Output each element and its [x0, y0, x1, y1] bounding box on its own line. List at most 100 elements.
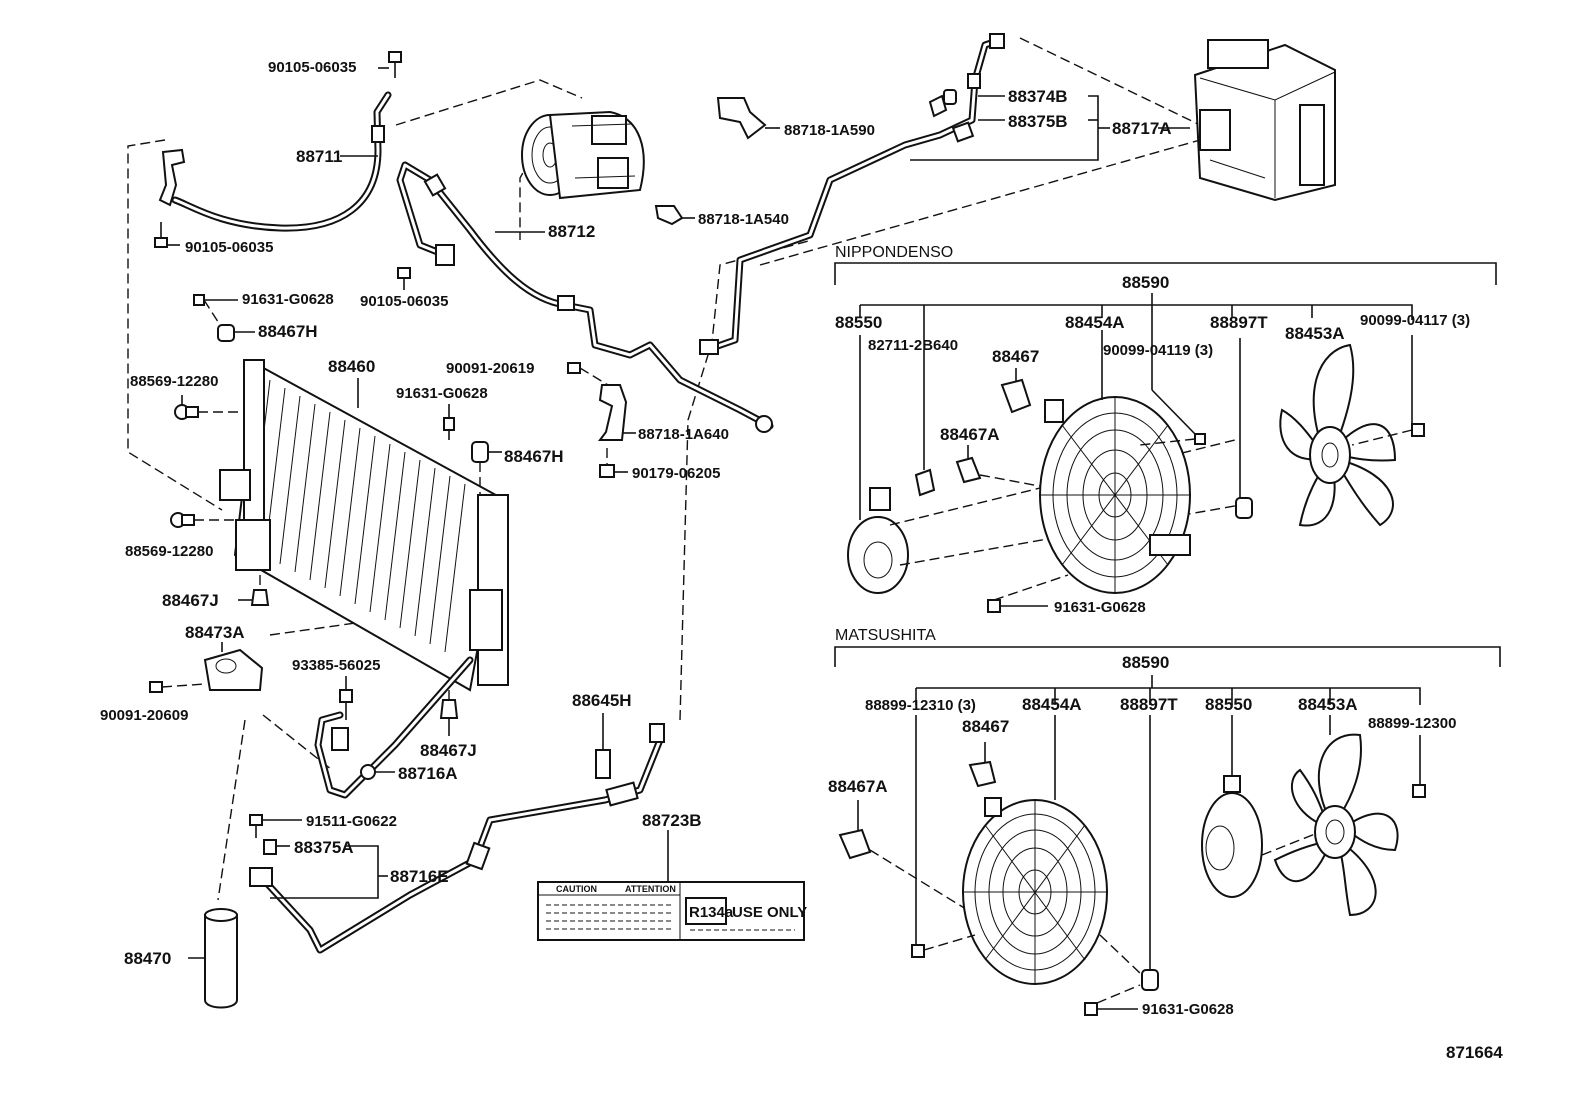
label-nd-88453a: 88453A	[1285, 324, 1345, 343]
bolt-90091-20619	[567, 362, 609, 386]
label-ms-88467a: 88467A	[828, 777, 888, 796]
label-nd-88467a: 88467A	[940, 425, 1000, 444]
nd-screw-90099-04119	[1139, 340, 1206, 446]
label-nd-90099-04117: 90099-04117 (3)	[1360, 312, 1470, 329]
bolt-91631-g0628-left	[193, 294, 238, 329]
matsushita-group	[834, 646, 1501, 1016]
label-88716e: 88716E	[390, 867, 449, 886]
bracket-88473a	[203, 642, 264, 691]
label-93385-56025: 93385-56025	[292, 657, 380, 674]
cushion-88467h-left	[217, 324, 255, 342]
bolt-90105-06035-top	[378, 51, 402, 78]
cushion-88467j-center	[439, 690, 459, 736]
compressor	[521, 110, 645, 200]
caution-text: CAUTION	[556, 884, 597, 894]
condenser-88460	[219, 359, 509, 692]
label-ms-88897t: 88897T	[1120, 695, 1178, 714]
label-nd-88467: 88467	[992, 347, 1039, 366]
nd-spacer-88897t	[1235, 338, 1253, 519]
label-88375a: 88375A	[294, 838, 354, 857]
receiver-dryer-88470	[188, 908, 238, 1009]
pipe-88716e	[249, 723, 665, 954]
label-nd-88590: 88590	[1122, 273, 1169, 292]
bolt-90105-06035-mid	[397, 267, 411, 290]
label-91511-g0622: 91511-G0622	[306, 813, 397, 830]
nd-cushion-88467a	[955, 445, 1051, 489]
label-ms-88590: 88590	[1122, 653, 1169, 672]
bolt-93385-56025	[339, 676, 353, 720]
label-ms-88899-12310: 88899-12310 (3)	[865, 697, 976, 714]
label-nd-91631-g0628: 91631-G0628	[1054, 599, 1146, 616]
nd-bolt-91631-g0628	[987, 574, 1069, 613]
r134a-text: R134a	[689, 904, 734, 921]
cushion-88467h-center	[471, 441, 502, 495]
fittings-88374b-88375b	[910, 89, 1190, 161]
label-nd-88454a: 88454A	[1065, 313, 1125, 332]
bracket-88718-1a590	[716, 97, 780, 140]
bracket-88718-1a540	[654, 205, 695, 226]
hose-88711	[158, 91, 392, 232]
ms-cushion-88467	[968, 742, 997, 788]
switch-88645h	[595, 713, 611, 779]
ms-spacer-88897t	[1099, 715, 1159, 991]
ms-fan-shroud	[962, 715, 1108, 985]
nd-fan-shroud	[1039, 330, 1191, 594]
label-88467h-b: 88467H	[504, 447, 564, 466]
label-90091-20619: 90091-20619	[446, 360, 534, 377]
label-88473a: 88473A	[185, 623, 245, 642]
label-88569-12280-a: 88569-12280	[130, 373, 218, 390]
matsushita-header: MATSUSHITA	[835, 627, 936, 644]
evaporator-unit	[759, 37, 1336, 266]
label-ms-88453a: 88453A	[1298, 695, 1358, 714]
bolt-90091-20609	[149, 681, 206, 693]
figure-number: 871664	[1446, 1043, 1503, 1062]
label-88716a: 88716A	[398, 764, 458, 783]
label-88467j-b: 88467J	[420, 741, 477, 760]
cushion-88467j-left	[238, 575, 270, 606]
label-90179-06205: 90179-06205	[632, 465, 720, 482]
label-91631-g0628-b: 91631-G0628	[396, 385, 488, 402]
clip-88569-12280-upper	[174, 395, 240, 420]
ms-screw-88899-12310	[911, 715, 976, 958]
nut-90179-06205	[599, 448, 628, 478]
ms-fan-motor	[1201, 715, 1321, 898]
part-labels: 90105-06035 88711 90105-06035 88712 9010…	[100, 59, 1503, 1062]
caution-label-88723b: CAUTION ATTENTION R134a USE ONLY	[537, 830, 807, 941]
label-88374b: 88374B	[1008, 87, 1068, 106]
label-ms-88467: 88467	[962, 717, 1009, 736]
label-91631-g0628-a: 91631-G0628	[242, 291, 334, 308]
nd-fan-blade	[1279, 343, 1397, 527]
label-88460: 88460	[328, 357, 375, 376]
bolt-91631-g0628-center	[443, 404, 455, 440]
label-90105-06035-top: 90105-06035	[268, 59, 356, 76]
ms-nut-88899-12300	[1412, 735, 1426, 798]
clip-88569-12280-lower	[170, 512, 236, 528]
label-88717a: 88717A	[1112, 119, 1172, 138]
label-88723b: 88723B	[642, 811, 702, 830]
hose-88712	[396, 161, 774, 433]
label-88569-12280-b: 88569-12280	[125, 543, 213, 560]
label-nd-90099-04119: 90099-04119 (3)	[1103, 342, 1213, 359]
label-88470: 88470	[124, 949, 171, 968]
pipe-88716a	[314, 656, 474, 799]
bracket-88718-1a640	[598, 384, 636, 441]
label-ms-88454a: 88454A	[1022, 695, 1082, 714]
label-88711: 88711	[296, 147, 342, 166]
nd-cushion-88467	[1000, 368, 1032, 414]
nd-clip-82711-2b640	[914, 350, 936, 497]
switch-88375a	[263, 839, 290, 855]
label-nd-88550: 88550	[835, 313, 882, 332]
ms-fan-blade	[1273, 715, 1399, 917]
nd-screw-90099-04117	[1351, 335, 1425, 446]
label-90105-06035-left: 90105-06035	[185, 239, 273, 256]
label-ms-88550: 88550	[1205, 695, 1252, 714]
label-88467j-a: 88467J	[162, 591, 219, 610]
label-88712: 88712	[548, 222, 595, 241]
label-ms-88899-12300: 88899-12300	[1368, 715, 1456, 732]
attention-text: ATTENTION	[625, 884, 676, 894]
label-nd-82711-2b640: 82711-2B640	[868, 337, 958, 354]
label-88718-1a590: 88718-1A590	[784, 122, 875, 139]
label-nd-88897t: 88897T	[1210, 313, 1268, 332]
label-ms-91631-g0628: 91631-G0628	[1142, 1001, 1234, 1018]
